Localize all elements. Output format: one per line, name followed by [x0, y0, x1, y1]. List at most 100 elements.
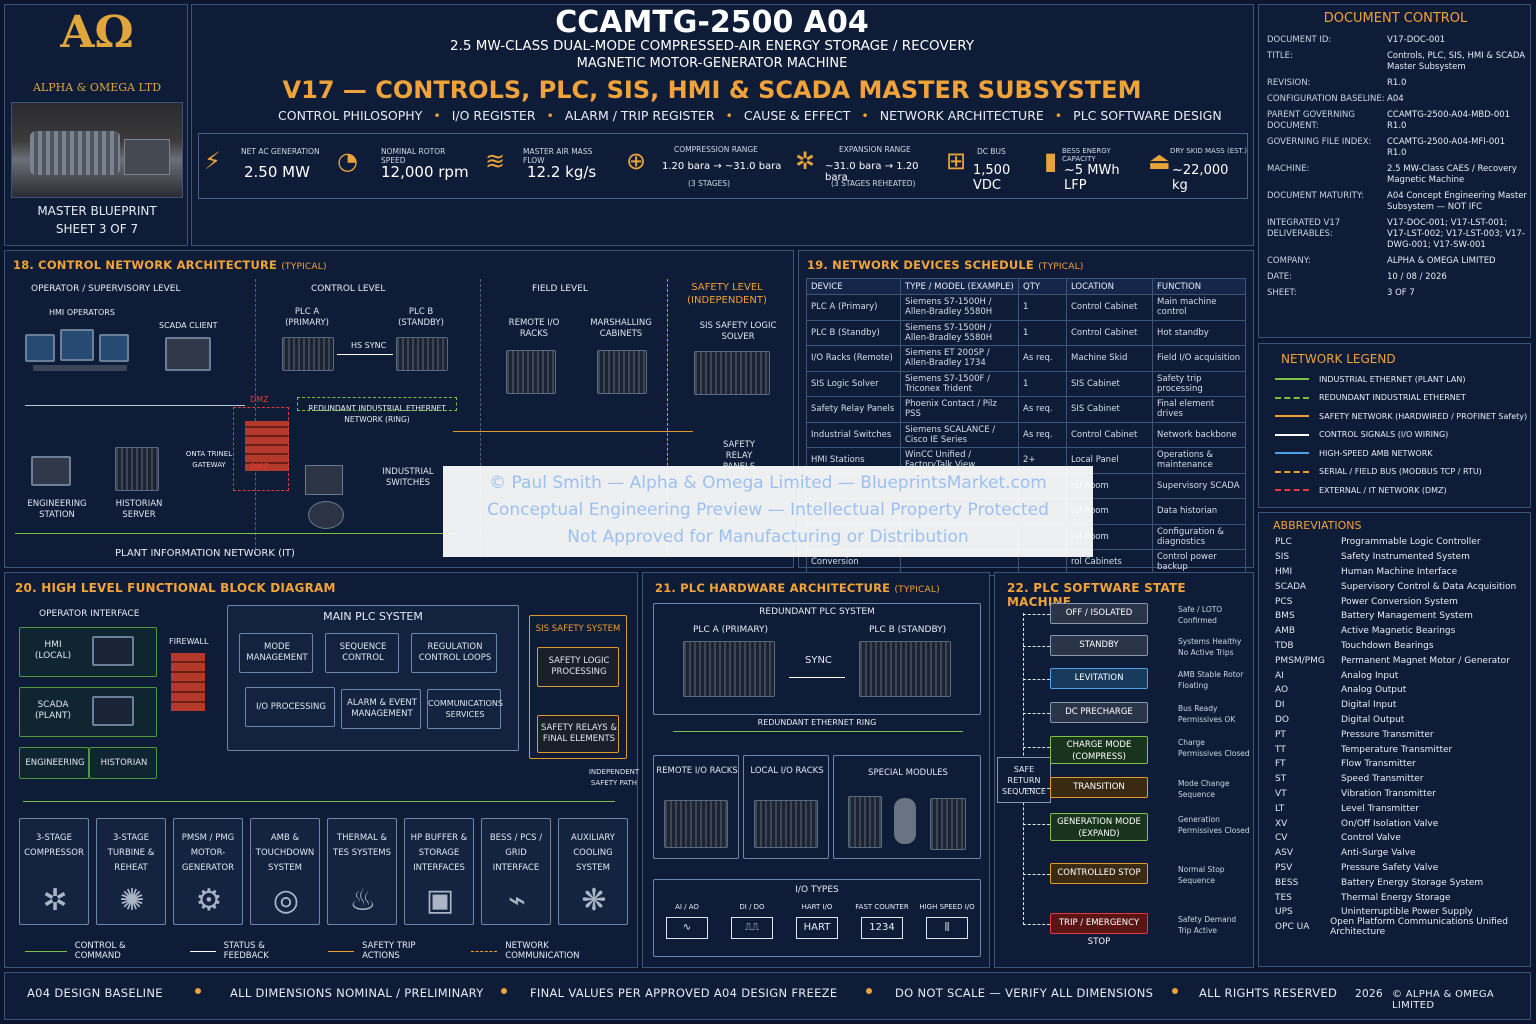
redundant-plc-box: [653, 603, 981, 715]
logo-panel: AΩ ALPHA & OMEGA LTD MASTER BLUEPRINT SH…: [4, 4, 188, 246]
doc-control-row: DOCUMENT ID:V17-DOC-001: [1267, 35, 1446, 45]
doc-control-row: CONFIGURATION BASELINE:A04: [1267, 94, 1404, 104]
watermark-line-3: Not Approved for Manufacturing or Distri…: [567, 527, 969, 547]
switch-2: [308, 501, 344, 529]
section-20-title: 20. HIGH LEVEL FUNCTIONAL BLOCK DIAGRAM: [15, 581, 336, 595]
sis-rack: [694, 351, 770, 395]
section-18-title: 18. CONTROL NETWORK ARCHITECTURE (TYPICA…: [13, 258, 327, 272]
historian-block: HISTORIAN: [89, 747, 157, 779]
footer-bar: [4, 972, 1531, 1020]
scada-client-monitor: [165, 337, 211, 371]
section-21-title: 21. PLC HARDWARE ARCHITECTURE (TYPICAL): [655, 581, 940, 595]
legend-line: [1275, 415, 1309, 418]
dmz-label-top: DMZ: [250, 395, 269, 404]
legend-item: SERIAL / FIELD BUS (MODBUS TCP / RTU): [1275, 463, 1529, 482]
doc-control-row: PARENT GOVERNING DOCUMENT:CCAMTG-2500-A0…: [1267, 110, 1511, 131]
io-type-icon: ∿: [666, 917, 708, 939]
tag-plc-software: PLC SOFTWARE DESIGN: [1073, 108, 1222, 123]
plant-info-network-label: PLANT INFORMATION NETWORK (IT): [115, 548, 295, 559]
table-row: PLC B (Standby)Siemens S7-1500H / Allen-…: [806, 319, 1246, 346]
battery-icon: ▮: [1044, 147, 1058, 175]
subsystem-title: V17 — CONTROLS, PLC, SIS, HMI & SCADA MA…: [282, 76, 1142, 104]
sis-system-title: SIS SAFETY SYSTEM: [535, 624, 621, 634]
state-box: TRANSITION: [1050, 777, 1148, 798]
state-box: GENERATION MODE (EXPAND): [1050, 813, 1148, 841]
io-types-box: [653, 879, 981, 957]
weight-icon: ⏏: [1148, 147, 1171, 175]
company-name: ALPHA & OMEGA LTD: [32, 81, 162, 94]
io-type-icon: 1234: [861, 917, 903, 939]
kpi-expansion: ✲EXPANSION RANGE~31.0 bara → 1.20 bara(3…: [795, 145, 919, 188]
scada-client-label: SCADA CLIENT: [159, 321, 218, 330]
kpi-strip: [198, 133, 1248, 199]
state-note: Mode Change Sequence: [1178, 779, 1230, 799]
mode-management: MODE MANAGEMENT: [239, 633, 313, 673]
fan-icon: ❋: [581, 883, 607, 918]
state-note: Bus Ready Permissives OK: [1178, 704, 1236, 724]
main-plc-system: [227, 605, 519, 751]
doc-control-row: COMPANY:ALPHA & OMEGA LIMITED: [1267, 256, 1496, 266]
lightning-icon: ⚡: [204, 147, 221, 175]
redundant-plc-label: REDUNDANT PLC SYSTEM: [759, 607, 875, 617]
switch-1: [305, 465, 343, 495]
scada-icon: [92, 696, 134, 726]
dc-bus-icon: ⊞: [946, 147, 967, 175]
col-qty: QTY: [1018, 278, 1067, 295]
level-safety: SAFETY LEVEL (INDEPENDENT): [687, 282, 767, 306]
io-type: DI / DO⎍⎍: [724, 903, 780, 939]
sync-label: SYNC: [805, 655, 832, 666]
state-note: AMB Stable Rotor Floating: [1178, 670, 1244, 690]
doc-control-row: GOVERNING FILE INDEX:CCAMTG-2500-A04-MFI…: [1267, 137, 1506, 158]
field-block: BESS / PCS / GRID INTERFACE⌁: [481, 818, 551, 925]
state-note: Normal Stop Sequence: [1178, 865, 1225, 885]
page-title: CCAMTG-2500 A04: [555, 5, 869, 40]
marshalling-cabinet: [597, 350, 647, 394]
sis-solver-label: SIS SAFETY LOGIC SOLVER: [699, 321, 777, 342]
state-note: Safety Demand Trip Active: [1178, 915, 1237, 935]
remote-io-label: REMOTE I/O RACKS: [508, 318, 560, 339]
legend-line: [1275, 470, 1309, 473]
doc-control-row: REVISION:R1.0: [1267, 78, 1407, 88]
state-box: STANDBY: [1050, 635, 1148, 656]
s20-legend: CONTROL & COMMAND STATUS & FEEDBACK SAFE…: [25, 941, 625, 961]
legend-line: [1275, 378, 1309, 381]
safety-logic-processing: SAFETY LOGIC PROCESSING: [537, 647, 619, 687]
network-legend-panel: NETWORK LEGEND INDUSTRIAL ETHERNET (PLAN…: [1258, 343, 1531, 508]
state-note: Systems Healthy No Active Trips: [1178, 637, 1242, 657]
col-type: TYPE / MODEL (EXAMPLE): [900, 278, 1019, 295]
state-note: Generation Permissives Closed: [1178, 815, 1250, 835]
turbine-icon: ✲: [795, 147, 816, 175]
state-tick: [1023, 646, 1050, 647]
copyright-watermark: © Paul Smith — Alpha & Omega Limited — B…: [443, 466, 1093, 557]
compressor-icon: ⊕: [626, 147, 647, 175]
document-control-panel: DOCUMENT CONTROL DOCUMENT ID:V17-DOC-001…: [1258, 4, 1531, 338]
safe-return-sequence: SAFE RETURN SEQUENCE: [997, 757, 1051, 803]
footer-do-not-scale: DO NOT SCALE — VERIFY ALL DIMENSIONS: [895, 986, 1154, 1000]
field-block: PMSM / PMG MOTOR-GENERATOR⚙: [173, 818, 243, 925]
footer-rights: ALL RIGHTS RESERVED: [1199, 986, 1338, 1000]
state-box: CHARGE MODE (COMPRESS): [1050, 736, 1148, 764]
kpi-bess: ▮BESS ENERGY CAPACITY~5 MWh LFP: [1044, 147, 1120, 193]
remote-io-rack: [506, 350, 556, 394]
scada-plant-block: SCADA (PLANT): [19, 687, 157, 737]
main-plc-title: MAIN PLC SYSTEM: [323, 610, 423, 623]
section-21-panel: 21. PLC HARDWARE ARCHITECTURE (TYPICAL) …: [642, 572, 990, 968]
state-tick: [1023, 874, 1050, 875]
document-control-title: DOCUMENT CONTROL: [1323, 11, 1468, 26]
